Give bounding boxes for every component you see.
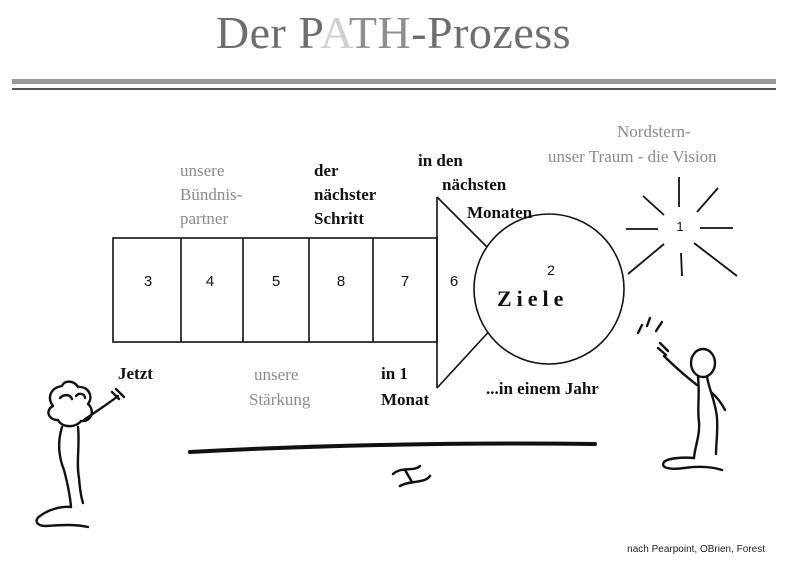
- label-schritt-line2: nächster: [314, 185, 377, 204]
- circle-number-2: 2: [547, 262, 555, 278]
- label-monat-line1: in 1: [381, 364, 408, 383]
- stick-figure-right-icon: [636, 316, 727, 472]
- label-schritt-line3: Schritt: [314, 209, 365, 228]
- segment-number-7: 7: [400, 273, 410, 290]
- label-staerkung-line1: unsere: [254, 365, 299, 384]
- arrow-body: [112, 237, 438, 343]
- label-buendnis-line2: Bündnis-: [180, 185, 243, 204]
- ground-line: [188, 441, 597, 454]
- label-buendnis-line1: unsere: [180, 161, 225, 180]
- segment-number-4: 4: [205, 273, 215, 290]
- segment-number-6: 6: [449, 273, 459, 290]
- label-monate-line1: in den: [418, 151, 463, 170]
- page-title: Der PATH-Prozess: [0, 6, 787, 59]
- label-monate-line3: Monaten: [467, 203, 533, 222]
- label-schritt-line1: der: [314, 161, 339, 180]
- label-nordstern-line2: unser Traum - die Vision: [548, 147, 717, 166]
- label-monat-line2: Monat: [381, 390, 430, 409]
- stick-figure-left-icon: [35, 380, 126, 529]
- north-star-icon: [626, 177, 738, 277]
- title-part-a: A: [320, 7, 349, 58]
- segment-number-5: 5: [271, 273, 281, 290]
- segment-number-8: 8: [336, 273, 346, 290]
- title-rule-thin: [12, 88, 776, 90]
- goal-circle: [473, 213, 625, 365]
- label-buendnis-line3: partner: [180, 209, 229, 228]
- title-part-prozess: -Prozess: [411, 7, 572, 58]
- title-part-th: TH: [348, 7, 412, 58]
- arrowhead-lower-edge: [436, 325, 495, 389]
- label-monate-line2: nächsten: [442, 175, 507, 194]
- segment-number-3: 3: [143, 273, 153, 290]
- label-jetzt: Jetzt: [118, 364, 153, 383]
- ground-scribble: [391, 464, 432, 488]
- label-nordstern-line1: Nordstern-: [617, 122, 691, 141]
- title-rule-thick: [12, 79, 776, 84]
- credit-text: nach Pearpoint, OBrien, Forest: [627, 544, 765, 555]
- label-in-einem-jahr: ...in einem Jahr: [486, 379, 599, 398]
- arrowhead-upper-edge: [436, 196, 493, 253]
- star-number-1: 1: [676, 219, 684, 234]
- title-part-der-p: Der P: [215, 7, 321, 58]
- label-staerkung-line2: Stärkung: [249, 390, 311, 409]
- goals-label: Ziele: [497, 286, 569, 311]
